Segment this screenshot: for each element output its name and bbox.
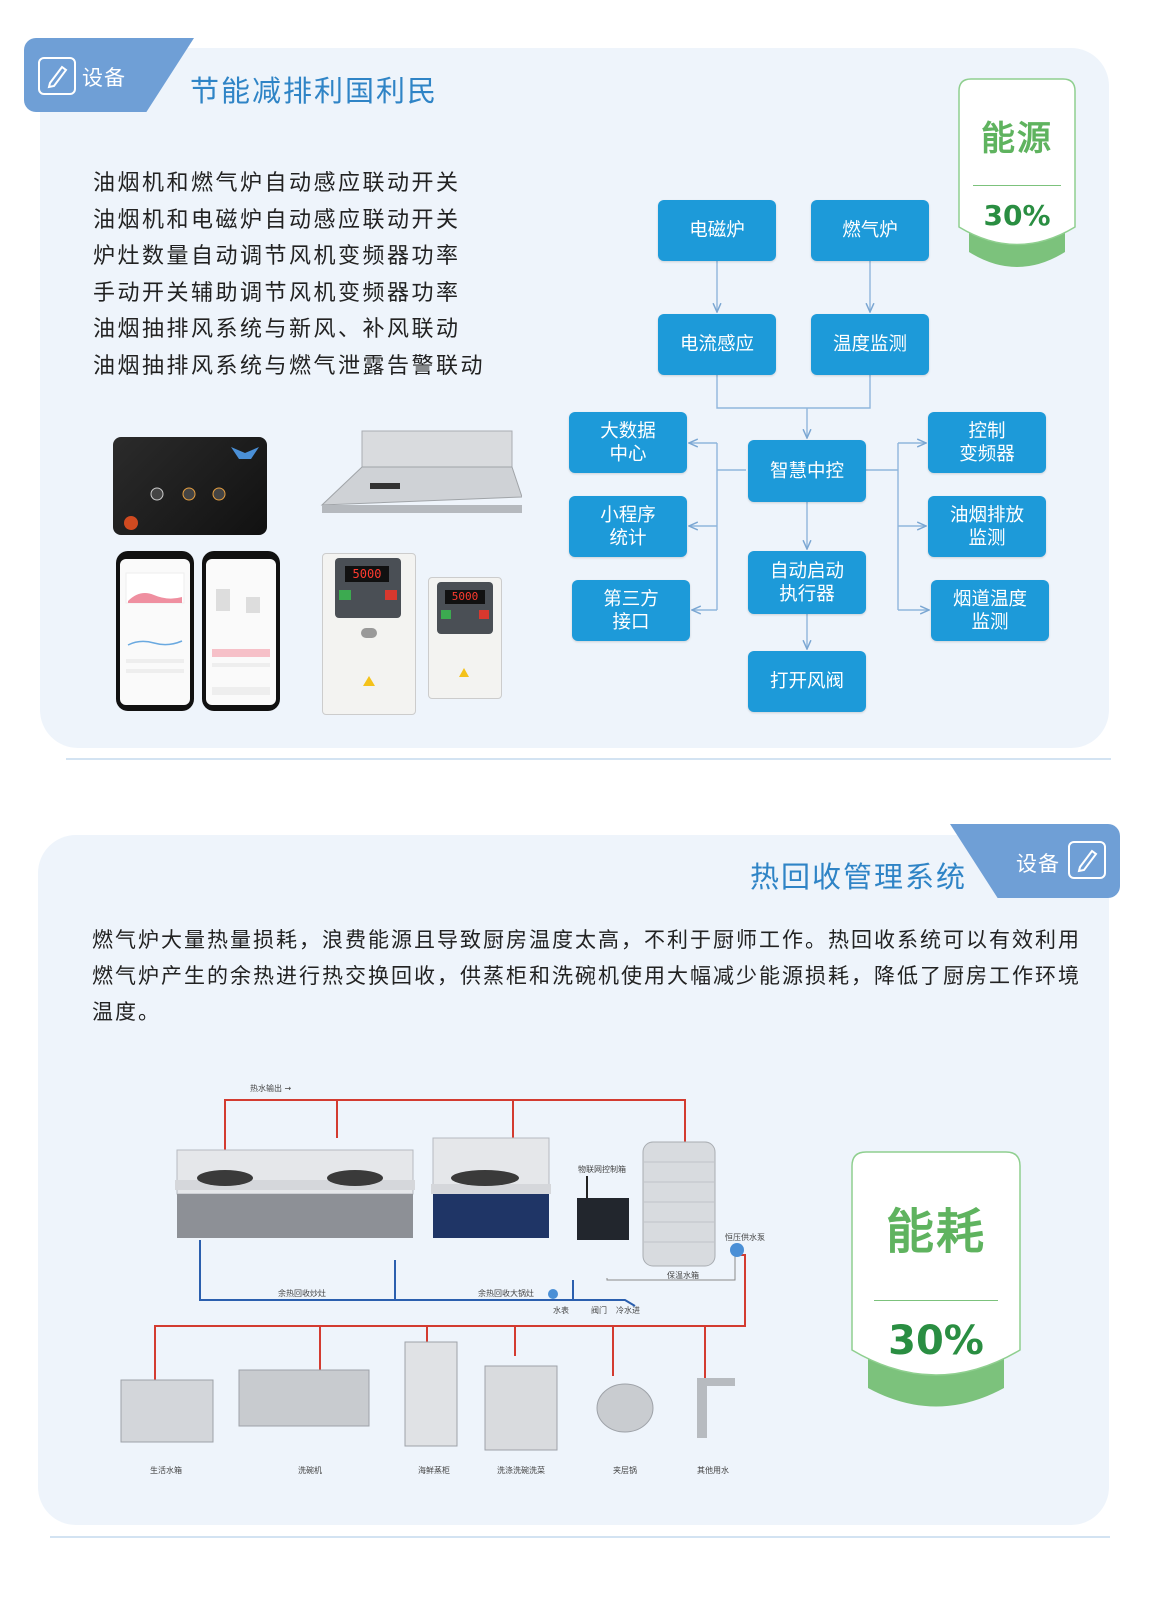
section1-divider xyxy=(66,758,1111,760)
feature-item: 油烟机和燃气炉自动感应联动开关 xyxy=(93,171,461,196)
inverter-display: 5000 xyxy=(445,590,485,604)
label-appliance: 洗涤洗碗洗菜 xyxy=(497,1466,545,1475)
phone-app-image xyxy=(116,551,194,711)
heat-recovery-diagram xyxy=(120,1099,746,1451)
label-iot-box: 物联网控制箱 xyxy=(578,1165,626,1174)
section1-title: 节能减排利国利民 xyxy=(190,74,439,108)
flow-gas-stove: 燃气炉 xyxy=(811,200,929,261)
feature-item: 油烟机和电磁炉自动感应联动开关 xyxy=(93,207,461,233)
label-cold-in: 冷水进 xyxy=(616,1306,640,1315)
label-appliance: 夹层锅 xyxy=(613,1466,637,1475)
flowchart-connectors xyxy=(0,261,1169,760)
feature-item: 炉灶数量自动调节风机变频器功率 xyxy=(93,244,461,269)
control-panel-image xyxy=(113,437,267,535)
flow-temperature-monitor: 温度监测 xyxy=(811,314,929,375)
flow-open-damper: 打开风阀 xyxy=(748,651,866,712)
inverter-small-image: 5000 xyxy=(428,577,502,699)
energy-badge-label: 能源 xyxy=(981,119,1053,159)
pencil-icon xyxy=(1068,841,1106,879)
label-appliance: 其他用水 xyxy=(697,1466,729,1475)
feature-item: 手动开关辅助调节风机变频器功率 xyxy=(93,280,461,306)
flow-big-data: 大数据 中心 xyxy=(569,412,687,473)
energy-badge-divider xyxy=(973,185,1061,186)
flow-mini-program: 小程序 统计 xyxy=(569,496,687,557)
section2-divider xyxy=(50,1536,1110,1538)
label-appliance: 生活水箱 xyxy=(150,1466,182,1475)
inverter-display: 5000 xyxy=(345,566,389,582)
label-appliance: 海鲜蒸柜 xyxy=(418,1466,450,1475)
section2-tag-label: 设备 xyxy=(1016,852,1060,876)
flow-flue-temp: 烟道温度 监测 xyxy=(931,580,1049,641)
phone-app-image xyxy=(202,551,280,711)
flow-auto-actuator: 自动启动 执行器 xyxy=(748,551,866,614)
flow-inverter-control: 控制 变频器 xyxy=(928,412,1046,473)
range-hood-image xyxy=(312,425,523,525)
label-wok-stove: 余热回收炒灶 xyxy=(278,1289,326,1298)
energy-badge-value: 30% xyxy=(983,199,1051,232)
flow-smart-control: 智慧中控 xyxy=(748,440,866,502)
label-valve: 阀门 xyxy=(591,1306,607,1315)
consumption-badge-value: 30% xyxy=(888,1318,984,1364)
feature-item: 油烟抽排风系统与新风、补风联动 xyxy=(93,317,461,342)
flow-induction-cooker: 电磁炉 xyxy=(658,200,776,261)
section2-title: 热回收管理系统 xyxy=(750,860,968,894)
consumption-badge: 能耗 30% xyxy=(850,1150,1022,1420)
flow-third-party: 第三方 接口 xyxy=(572,580,690,641)
label-tank: 保温水箱 xyxy=(667,1271,699,1280)
feature-list: 油烟机和燃气炉自动感应联动开关 油烟机和电磁炉自动感应联动开关 炉灶数量自动调节… xyxy=(93,166,485,385)
energy-badge: 能源 30% xyxy=(957,77,1077,277)
label-water-meter: 水表 xyxy=(553,1306,569,1315)
feature-item: 油烟抽排风系统与燃气泄露告警联动 xyxy=(93,353,486,379)
section2-paragraph: 燃气炉大量热量损耗，浪费能源且导致厨房温度太高，不利于厨师工作。热回收系统可以有… xyxy=(92,928,1081,1024)
label-appliance: 洗碗机 xyxy=(298,1466,322,1475)
inverter-large-image: 5000 xyxy=(322,553,416,715)
label-pump: 恒压供水泵 xyxy=(725,1233,765,1242)
flow-current-sensing: 电流感应 xyxy=(658,314,776,375)
section1-tag-label: 设备 xyxy=(82,66,126,90)
label-big-wok: 余热回收大锅灶 xyxy=(478,1289,534,1298)
pencil-icon xyxy=(38,57,76,95)
consumption-badge-label: 能耗 xyxy=(885,1204,986,1260)
label-hot-water-out: 热水输出 → xyxy=(250,1084,292,1093)
flow-fume-monitor: 油烟排放 监测 xyxy=(928,496,1046,557)
consumption-badge-divider xyxy=(874,1300,998,1301)
